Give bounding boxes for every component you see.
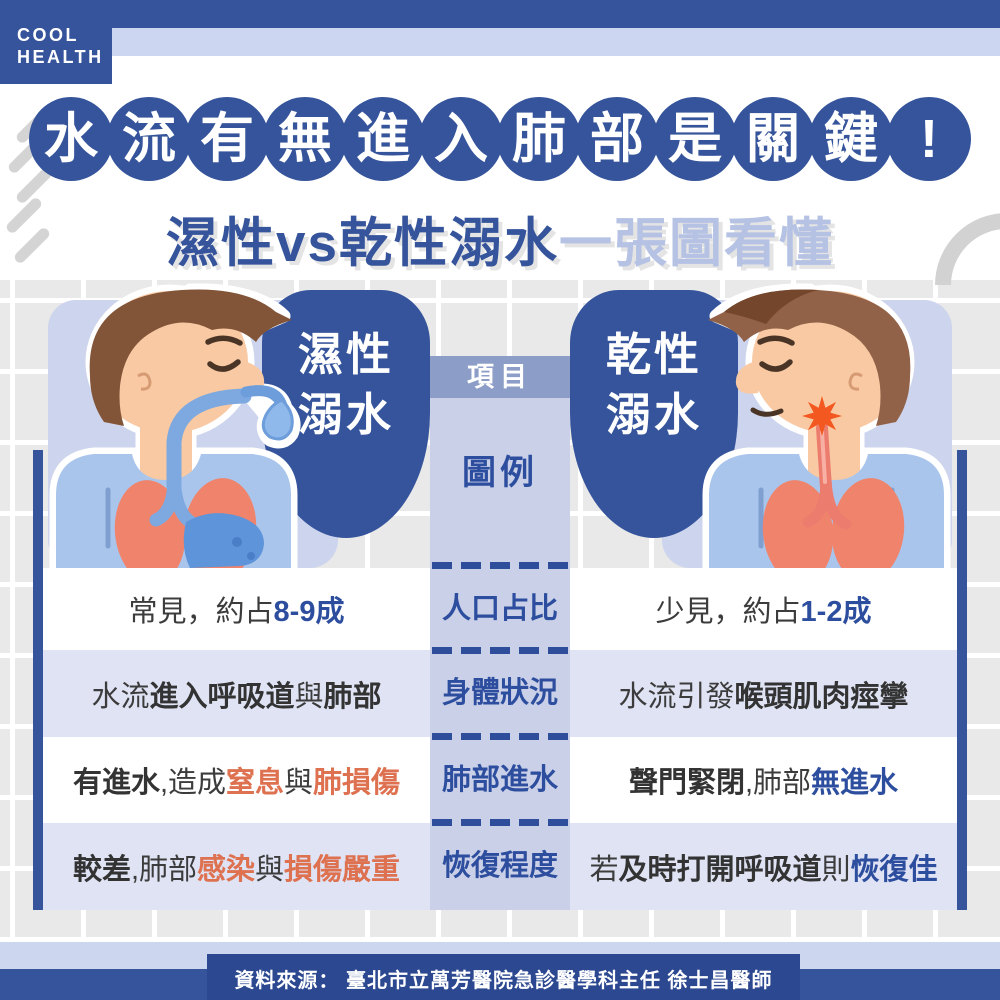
- main-title: 水流有無進入肺部是關鍵!: [0, 97, 1000, 181]
- title-circle: 水: [29, 97, 113, 181]
- dry-badge-line2: 溺水: [605, 389, 702, 440]
- title-circle: 關: [731, 97, 815, 181]
- eyebrow: [205, 335, 243, 346]
- dry-drowning-illustration: [702, 283, 951, 568]
- title-circle: 有: [185, 97, 269, 181]
- title-circle: !: [887, 97, 971, 181]
- dashed-divider: [432, 562, 568, 569]
- source-text: 資料來源： 臺北市立萬芳醫院急診醫學科主任 徐士昌醫師: [234, 970, 773, 992]
- eyebrow: [757, 335, 795, 346]
- top-strip: [0, 28, 1000, 56]
- throat-spasm-star: [802, 396, 842, 436]
- dashed-divider: [432, 819, 568, 826]
- subtitle-light-text: 一張圖看懂: [558, 214, 834, 273]
- title-circle: 入: [419, 97, 503, 181]
- title-circle: 肺: [497, 97, 581, 181]
- items-column: 項目 圖例 人口占比 身體狀況 肺部進水 恢復程度: [430, 356, 570, 910]
- frown-mouth: [750, 407, 784, 417]
- item-label-recovery: 恢復程度: [441, 850, 558, 882]
- closed-eye: [759, 359, 793, 372]
- right-lung: [831, 478, 905, 568]
- item-label-lung-water: 肺部進水: [441, 764, 558, 796]
- wet-badge-line2: 溺水: [297, 389, 394, 440]
- item-label-body-condition: 身體狀況: [441, 677, 558, 709]
- wet-recovery-cell: 較差,肺部感染與損傷嚴重: [72, 853, 401, 886]
- brand-line1: COOL: [17, 25, 79, 45]
- hair-front: [724, 289, 818, 324]
- footer-tab: [207, 954, 800, 1000]
- title-circle: 鍵: [809, 97, 893, 181]
- wet-badge-line1: 濕性: [297, 329, 394, 380]
- dry-body-condition-cell: 水流引發喉頭肌肉痙攣: [618, 680, 909, 713]
- brand-line2: HEALTH: [17, 47, 104, 67]
- dashed-divider: [432, 733, 568, 740]
- left-accent-bar: [33, 450, 43, 910]
- item-label-population: 人口占比: [441, 593, 558, 625]
- airway-water: [166, 388, 252, 494]
- items-column-header: 項目: [430, 356, 570, 398]
- hair: [708, 289, 911, 426]
- wet-lung-water-cell: 有進水,造成窒息與肺損傷: [72, 767, 401, 799]
- wet-body-condition-cell: 水流進入呼吸道與肺部: [91, 680, 382, 713]
- left-lung: [762, 480, 834, 568]
- nose: [735, 360, 763, 394]
- dry-lung-water-cell: 聲門緊閉,肺部無進水: [628, 767, 899, 799]
- lung-water-pool: [183, 513, 264, 568]
- water-droplet: [261, 398, 294, 441]
- subtitle-dark-text: 濕性vs乾性溺水: [166, 214, 559, 273]
- top-bar: [0, 0, 1000, 28]
- dashed-divider: [432, 647, 568, 654]
- dry-badge-line1: 乾性: [605, 329, 702, 380]
- title-circle: 流: [107, 97, 191, 181]
- title-circle: 是: [653, 97, 737, 181]
- brand-logo: COOL HEALTH: [0, 0, 112, 84]
- wet-drowning-illustration: [49, 283, 301, 568]
- subtitle: 濕性vs乾性溺水一張圖看懂: [0, 201, 1000, 277]
- legend-label: 圖例: [462, 454, 538, 492]
- title-circle: 部: [575, 97, 659, 181]
- title-circle: 進: [341, 97, 425, 181]
- right-accent-bar: [957, 450, 967, 910]
- hair: [89, 289, 293, 426]
- title-circle: 無: [263, 97, 347, 181]
- closed-eye: [207, 359, 241, 372]
- dry-recovery-cell: 若及時打開呼吸道則恢復佳: [589, 853, 938, 886]
